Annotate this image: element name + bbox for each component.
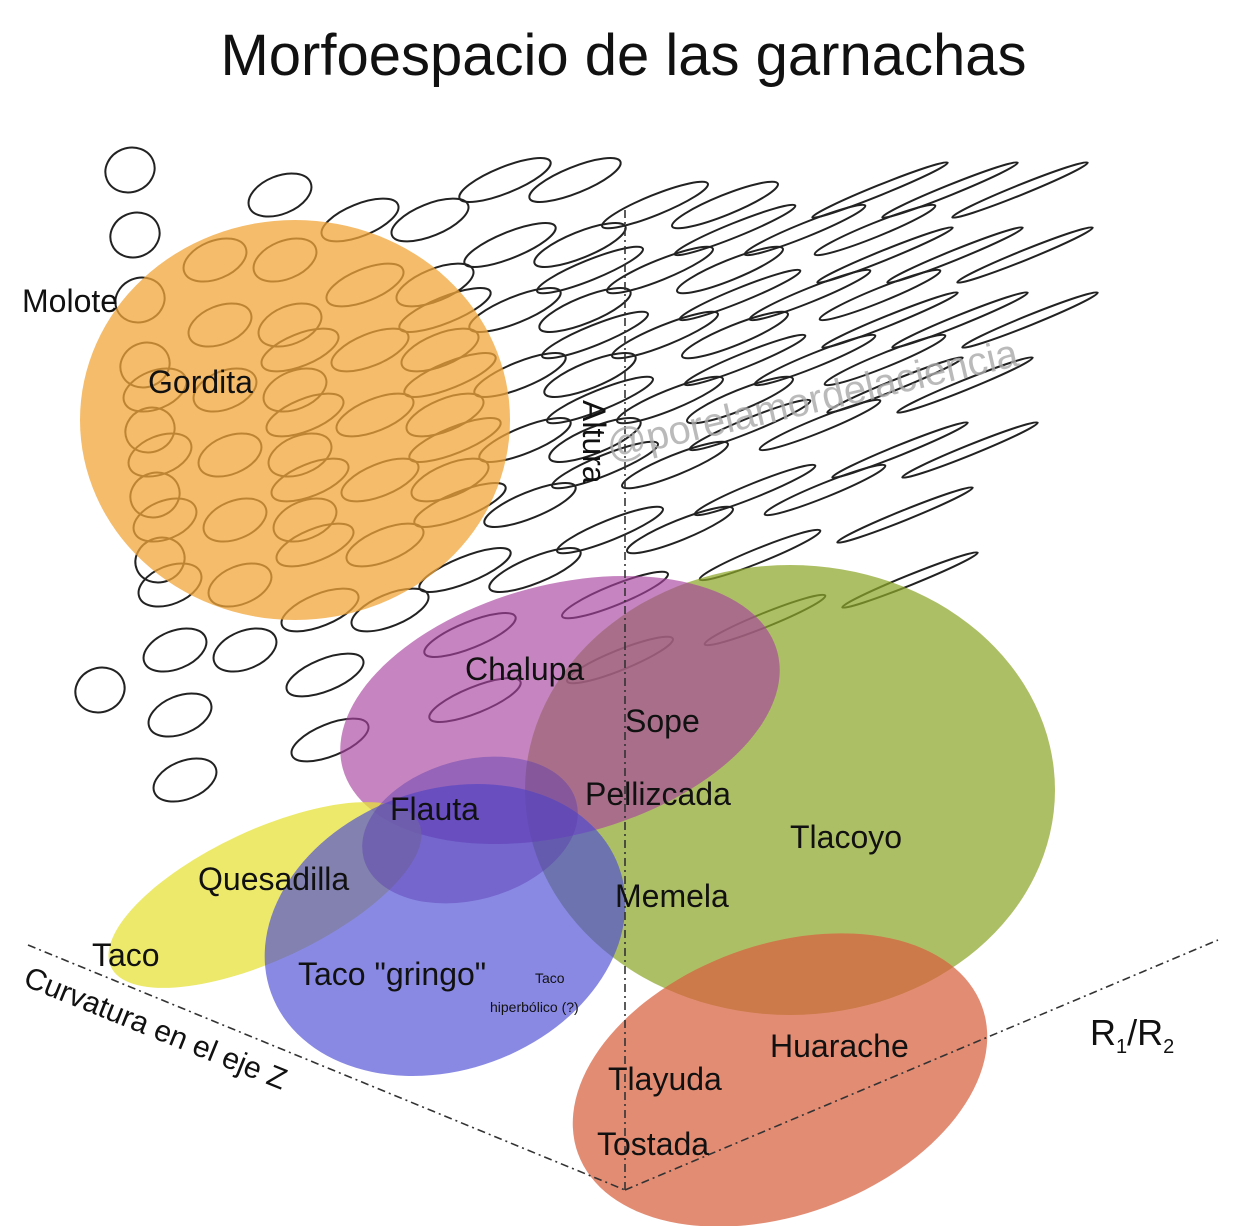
tortilla-shape: [811, 161, 949, 219]
tortilla-shape: [891, 291, 1029, 349]
tortilla-shape: [688, 398, 812, 452]
tortilla-shape: [458, 157, 552, 203]
tortilla-shape: [626, 505, 734, 555]
label-huarache: Huarache: [770, 1028, 909, 1064]
label-taco: Taco: [92, 937, 160, 973]
tortilla-shape: [748, 268, 872, 322]
tortilla-shape: [463, 222, 557, 268]
tortilla-shape: [816, 226, 954, 284]
tortilla-shape: [538, 287, 632, 333]
tortilla-shape: [886, 226, 1024, 284]
tortilla-shape: [616, 375, 724, 425]
tortilla-shape: [543, 352, 637, 398]
tortilla-shape: [483, 482, 577, 528]
tortilla-shape: [528, 157, 622, 203]
tortilla-shape: [536, 245, 644, 295]
label-tlacoyo: Tlacoyo: [790, 819, 902, 855]
axes: [27, 210, 1219, 1191]
label-memela: Memela: [615, 878, 729, 914]
tortilla-shape: [109, 211, 161, 259]
tortilla-shape: [831, 421, 969, 479]
region-blobs: [80, 220, 1055, 1226]
tortilla-shape: [753, 333, 877, 387]
tortilla-shape: [548, 417, 642, 463]
label-flauta: Flauta: [390, 791, 479, 827]
tortilla-shape: [743, 203, 867, 257]
label-taco-hiperbolico-1: Taco: [535, 970, 565, 986]
tortilla-shape: [152, 757, 218, 803]
blob-flauta: [362, 756, 578, 904]
tortilla-shape: [821, 291, 959, 349]
tortilla-shape: [826, 356, 964, 414]
blob-molote-gordita: [80, 220, 510, 620]
tortilla-shape: [676, 245, 784, 295]
tortilla-shape: [212, 627, 278, 673]
tortilla-shape: [673, 203, 797, 257]
tortilla-shape: [147, 692, 213, 738]
diagram-title: Morfoespacio de las garnachas: [220, 23, 1027, 88]
tortilla-shape: [881, 161, 1019, 219]
tortilla-shape: [551, 440, 659, 490]
tortilla-shape: [418, 547, 512, 593]
tortilla-shape: [678, 268, 802, 322]
tortilla-shape: [823, 333, 947, 387]
tortilla-shape: [142, 627, 208, 673]
label-gordita: Gordita: [148, 364, 253, 400]
axis-label-altura: Altura: [576, 400, 612, 484]
tortilla-shape: [901, 421, 1039, 479]
tortilla-shape: [671, 180, 779, 230]
tortilla-shape: [896, 356, 1034, 414]
tortilla-shape: [956, 226, 1094, 284]
tortilla-shape: [758, 398, 882, 452]
tortilla-shape: [813, 203, 937, 257]
blob-chalupa: [340, 575, 780, 845]
tortilla-shape: [681, 310, 789, 360]
label-sope: Sope: [625, 703, 700, 739]
tortilla-shape: [285, 652, 365, 698]
blob-tostada: [572, 933, 988, 1226]
tortilla-shape: [818, 268, 942, 322]
tortilla-shape: [601, 180, 709, 230]
label-pellizcada: Pellizcada: [585, 776, 731, 812]
tortilla-shape: [611, 310, 719, 360]
axis-label-r1r2: R1/R2: [1090, 1012, 1174, 1058]
tortilla-shape: [606, 245, 714, 295]
tortilla-shape: [104, 146, 156, 194]
tortilla-shape: [686, 375, 794, 425]
tortilla-shape: [951, 161, 1089, 219]
label-taco-hiperbolico-2: hiperbólico (?): [490, 999, 579, 1015]
tortilla-shape: [74, 666, 126, 714]
label-chalupa: Chalupa: [465, 651, 584, 687]
tortilla-shape: [533, 222, 627, 268]
label-tlayuda: Tlayuda: [608, 1061, 722, 1097]
tortilla-shape: [693, 463, 817, 517]
tortilla-shape: [247, 172, 313, 218]
tortilla-shape: [836, 486, 974, 544]
tortilla-shape: [390, 197, 470, 243]
label-molote: Molote: [22, 283, 118, 319]
tortilla-shape: [556, 505, 664, 555]
label-tostada: Tostada: [597, 1126, 709, 1162]
tortilla-shape: [488, 547, 582, 593]
tortilla-shape: [541, 310, 649, 360]
blob-taco-gringo: [264, 784, 626, 1076]
tortilla-shape: [961, 291, 1099, 349]
region-labels: Molote Gordita Chalupa Sope Pellizcada T…: [22, 283, 909, 1162]
label-quesadilla: Quesadilla: [198, 861, 349, 897]
tortilla-shape: [763, 463, 887, 517]
label-taco-gringo: Taco "gringo": [298, 956, 486, 992]
tortilla-shape: [621, 440, 729, 490]
tortilla-shape: [546, 375, 654, 425]
tortilla-shape: [683, 333, 807, 387]
